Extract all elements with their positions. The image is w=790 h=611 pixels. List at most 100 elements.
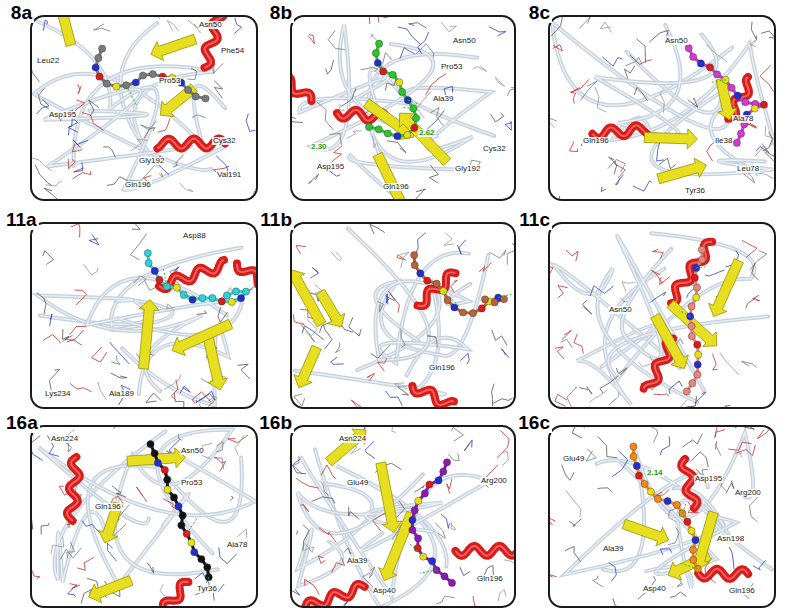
helix-highlight xyxy=(298,584,365,606)
residue-label: Pro53 xyxy=(440,63,463,71)
residue-wire xyxy=(550,574,557,577)
helix-highlight xyxy=(152,582,188,606)
helix-ribbon xyxy=(455,546,514,556)
residue-wire xyxy=(82,113,104,131)
residue-wire xyxy=(505,121,512,130)
hbond-line xyxy=(126,85,136,105)
residue-wire xyxy=(371,345,391,358)
residue-wire xyxy=(126,224,140,229)
residue-wire xyxy=(192,392,211,404)
residue-wire xyxy=(417,92,432,119)
residue-wire xyxy=(579,386,592,394)
residue-wire xyxy=(441,514,449,528)
residue-label: Val191 xyxy=(216,171,242,179)
residue-wire xyxy=(633,181,652,191)
ligand-atom xyxy=(218,298,225,305)
ligand-atom xyxy=(132,79,139,86)
residue-wire xyxy=(553,45,563,51)
hbond-line xyxy=(696,266,705,267)
ligand-atom xyxy=(429,558,436,565)
ligand-atom xyxy=(689,380,696,387)
residue-wire xyxy=(365,441,375,458)
residue-wire xyxy=(141,121,157,130)
residue-wire xyxy=(558,286,568,298)
residue-wire xyxy=(82,521,99,533)
residue-wire xyxy=(158,119,170,133)
ligand-atom xyxy=(426,481,433,488)
ligand-atom xyxy=(404,97,411,104)
residue-wire xyxy=(370,224,385,234)
residue-wire xyxy=(657,141,664,161)
residue-wire xyxy=(72,144,82,152)
residue-label: Asn50 xyxy=(180,447,205,455)
residue-wire xyxy=(392,427,397,433)
residue-wire xyxy=(574,334,584,354)
residue-wire xyxy=(305,579,320,595)
residue-wire xyxy=(32,435,43,460)
residue-wire xyxy=(570,142,578,152)
residue-wire xyxy=(77,557,94,570)
hbond-line xyxy=(711,80,726,83)
residue-wire xyxy=(213,63,223,73)
helix-ribbon xyxy=(298,584,365,606)
residue-wire xyxy=(550,119,557,121)
residue-label: Asn224 xyxy=(50,435,79,443)
residue-label: Pro53 xyxy=(180,479,203,487)
helix-ribbon xyxy=(681,459,697,508)
residue-label: Gln196 xyxy=(382,183,410,191)
residue-wire xyxy=(763,132,773,151)
ligand-atom xyxy=(185,86,192,93)
ligand-atom xyxy=(448,579,455,586)
ligand-atom xyxy=(147,441,154,448)
ligand-atom xyxy=(156,276,163,283)
residue-label: Asn198 xyxy=(716,535,745,543)
ligand-atom xyxy=(411,262,418,269)
ligand-atom xyxy=(417,270,424,277)
coil-highlight xyxy=(565,460,724,574)
residue-label: Gln196 xyxy=(124,181,152,189)
helix-ribbon xyxy=(412,386,454,405)
docking-panel: 11c xyxy=(548,222,776,409)
hbond-line xyxy=(682,504,685,513)
residue-wire xyxy=(609,563,617,582)
residue-wire xyxy=(622,282,635,292)
coil-ribbon xyxy=(621,463,772,574)
residue-wire xyxy=(321,465,336,479)
residue-wire xyxy=(583,300,592,314)
panel-art xyxy=(292,224,514,407)
residue-wire xyxy=(430,108,443,126)
coil-ribbon xyxy=(603,432,753,571)
residue-wire xyxy=(70,584,80,589)
residue-wire xyxy=(174,393,184,407)
ligand-atom xyxy=(728,84,735,91)
residue-wire xyxy=(372,136,376,148)
sheet-arrow xyxy=(160,84,197,117)
ligand-atom xyxy=(459,309,466,316)
residue-label: Asp40 xyxy=(642,585,667,593)
residue-wire xyxy=(32,567,40,579)
sheet-arrow xyxy=(657,158,707,184)
hbond-line xyxy=(187,518,198,534)
residue-wire xyxy=(729,547,734,569)
residue-wire xyxy=(164,375,181,390)
residue-wire xyxy=(695,392,706,403)
residue-wire xyxy=(43,20,47,31)
residue-label: Cys32 xyxy=(482,145,507,153)
ligand-atom xyxy=(688,527,695,534)
ligand-atom xyxy=(697,60,704,67)
sheet-arrow xyxy=(716,78,737,120)
residue-wire xyxy=(293,314,304,325)
hbond-line xyxy=(408,542,423,556)
residue-wire xyxy=(246,114,255,132)
ligand-bond xyxy=(96,49,206,99)
residue-wire xyxy=(369,567,375,578)
ligand-atom xyxy=(372,50,379,57)
panel-label: 8a xyxy=(9,3,34,23)
ligand-atom xyxy=(163,283,170,290)
residue-wire xyxy=(590,286,613,296)
residue-wire xyxy=(507,243,514,265)
ligand-atom xyxy=(491,299,498,306)
ligand-atom xyxy=(693,264,700,271)
residue-wire xyxy=(753,560,766,570)
